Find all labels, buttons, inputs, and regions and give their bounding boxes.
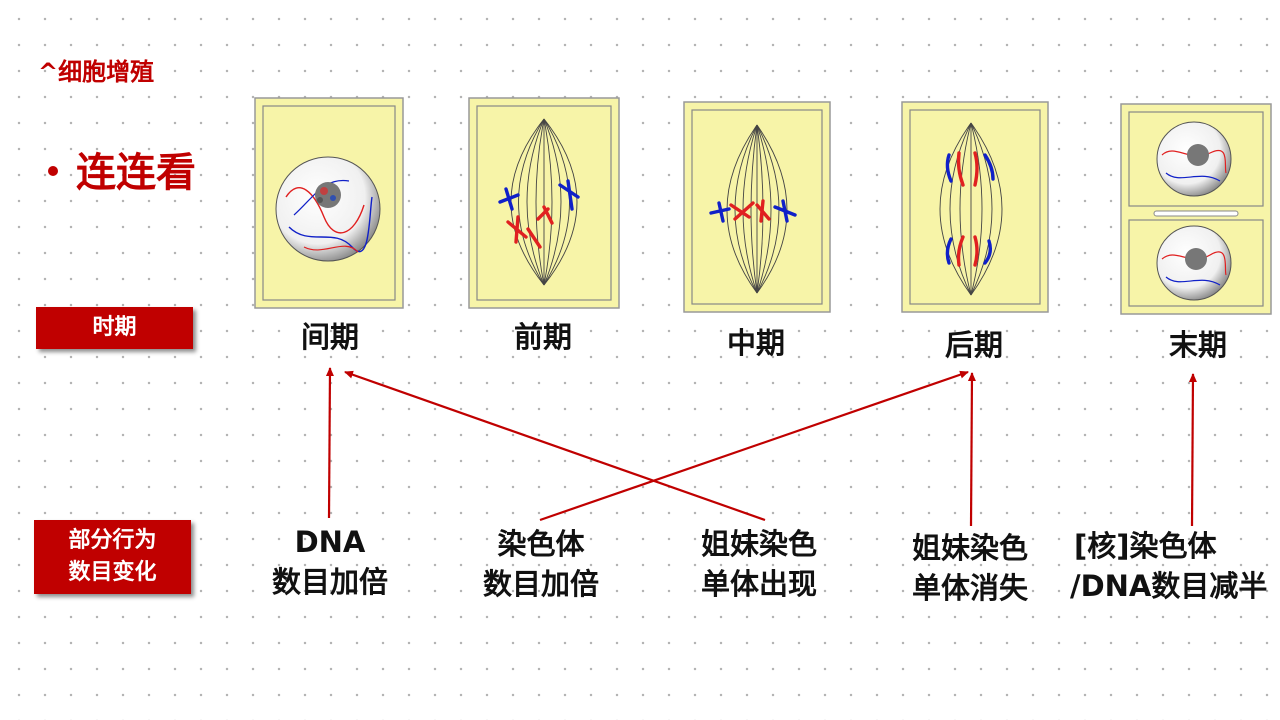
change-label-line2: 数目变化 <box>68 560 157 585</box>
change-chromosome-doubling: 染色体 数目加倍 <box>475 524 607 604</box>
arrow-dna-to-interphase <box>325 367 334 519</box>
change-label-line1: 部分行为 <box>68 528 157 553</box>
change-chromatid-appear: 姐妹染色 单体出现 <box>692 524 826 604</box>
arrow-chromatid-appear-to-interphase <box>344 370 766 522</box>
change-3-line2: 单体出现 <box>700 567 817 601</box>
arrow-halving-to-telophase <box>1188 373 1197 527</box>
change-2-line1: 染色体 <box>497 527 585 561</box>
change-5-line2: /DNA数目减半 <box>1070 569 1268 603</box>
cell-interphase-illustration <box>254 97 404 309</box>
change-3-line1: 姐妹染色 <box>700 527 817 561</box>
change-1-line2: 数目加倍 <box>271 565 388 599</box>
phase-row-label: 时期 <box>36 307 193 349</box>
bullet-dot-icon <box>48 166 58 176</box>
arrow-chromatid-disappear-to-anaphase <box>967 372 976 527</box>
phase-label-anaphase: 后期 <box>944 328 1003 362</box>
change-row-label: 部分行为 数目变化 <box>34 520 191 594</box>
change-4-line2: 单体消失 <box>911 571 1028 605</box>
change-dna-doubling: DNA 数目加倍 <box>264 522 396 602</box>
change-5-line1: [核]染色体 <box>1074 529 1217 563</box>
phase-label-telophase: 末期 <box>1168 328 1227 362</box>
phase-label-metaphase: 中期 <box>726 326 785 360</box>
change-number-halving: [核]染色体 /DNA数目减半 <box>1070 526 1280 606</box>
cell-anaphase-illustration <box>901 101 1049 313</box>
change-1-line1: DNA <box>294 525 366 559</box>
phase-label-interphase: 间期 <box>300 320 359 354</box>
bullet-text: 连连看 <box>76 150 196 196</box>
cell-metaphase-illustration <box>683 101 831 313</box>
slide-topic: ^细胞增殖 <box>38 58 155 86</box>
change-4-line1: 姐妹染色 <box>911 531 1028 565</box>
cell-prophase-illustration <box>468 97 620 309</box>
bullet-heading: 连连看 <box>48 140 196 198</box>
change-2-line2: 数目加倍 <box>482 567 599 601</box>
arrow-chromosome-double-to-anaphase <box>539 370 969 522</box>
cell-telophase-illustration <box>1120 103 1272 315</box>
change-chromatid-disappear: 姐妹染色 单体消失 <box>903 528 1037 608</box>
phase-label-prophase: 前期 <box>513 320 572 354</box>
